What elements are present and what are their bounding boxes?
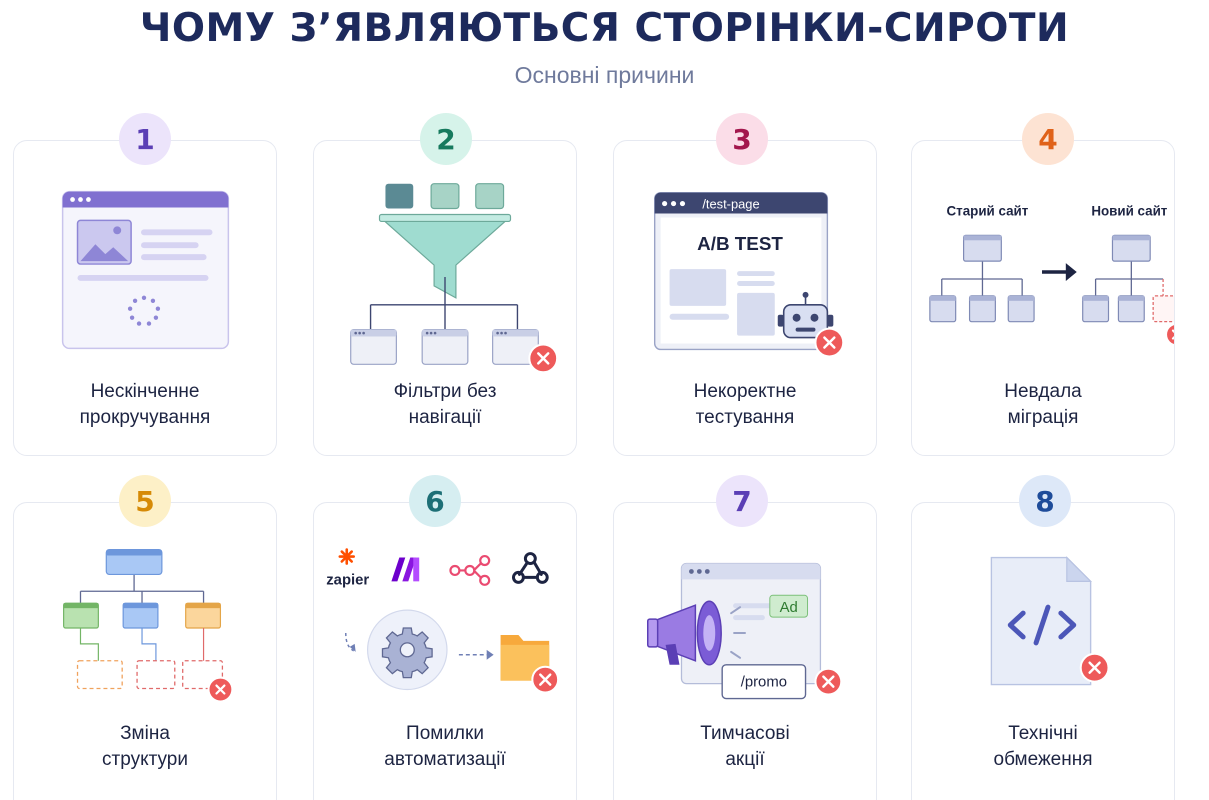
megaphone-icon <box>646 600 746 666</box>
number-badge: 7 <box>716 475 768 527</box>
zapier-logo: zapier <box>326 548 369 588</box>
test-page-url: /test-page <box>702 197 759 212</box>
error-x-icon <box>207 676 234 703</box>
n8n-logo <box>449 554 491 586</box>
card-temporary-promotions: 7 Ad /promo Тимчасові акції <box>613 475 877 800</box>
page-title: ЧОМУ З’ЯВЛЯЮТЬСЯ СТОРІНКИ-СИРОТИ <box>139 6 1070 51</box>
error-x-icon <box>1079 652 1110 683</box>
card-label: Нескінченне прокручування <box>79 381 211 428</box>
promo-browser-icon: Ad /promo <box>646 562 843 700</box>
number-badge: 1 <box>119 113 171 165</box>
error-x-icon <box>814 327 845 358</box>
number-badge: 4 <box>1022 113 1074 165</box>
card-failed-migration: 4 Старий сайт Новий сайт <box>911 113 1175 456</box>
ad-badge: Ad <box>780 600 798 616</box>
promo-url: /promo <box>741 675 787 691</box>
number-badge: 5 <box>119 475 171 527</box>
card-filters-without-navigation: 2 Фільтри без навігації <box>313 113 577 456</box>
new-site-label: Новий сайт <box>1091 203 1167 218</box>
ab-test-heading: A/B TEST <box>697 233 783 254</box>
tree-structure-icon <box>63 549 234 703</box>
automation-diagram: zapier <box>326 548 560 694</box>
gear-icon <box>381 627 433 679</box>
card-label: Невдала міграція <box>1004 381 1082 428</box>
robot-icon <box>777 291 834 339</box>
error-x-icon <box>531 665 560 694</box>
number-badge: 3 <box>716 113 768 165</box>
card-label: Технічні обмеження <box>993 723 1093 770</box>
card-infinite-scroll: 1 Нескінченне прокручування <box>13 113 277 456</box>
svg-text:zapier: zapier <box>326 572 369 588</box>
make-logo <box>391 557 420 582</box>
number-badge: 8 <box>1019 475 1071 527</box>
number-badge: 6 <box>409 475 461 527</box>
card-label: Фільтри без навігації <box>393 381 497 428</box>
card-label: Помилки автоматизації <box>384 723 506 770</box>
old-site-label: Старий сайт <box>947 203 1029 218</box>
code-file-icon <box>990 556 1110 686</box>
card-automation-errors: 6 zapier <box>313 475 577 800</box>
card-incorrect-testing: 3 /test-page A/B TEST Некоректне тестува… <box>613 113 877 456</box>
funnel-icon <box>350 183 559 374</box>
error-x-icon <box>814 667 843 696</box>
page-subtitle: Основні причини <box>514 62 695 88</box>
error-x-icon <box>528 343 559 374</box>
card-label: Тимчасові акції <box>700 723 790 770</box>
arrow-right-icon <box>1042 263 1077 281</box>
card-label: Зміна структури <box>102 723 188 770</box>
card-structure-change: 5 Зміна структури <box>13 475 277 800</box>
migration-diagram: Старий сайт Новий сайт <box>929 203 1174 347</box>
error-x-icon <box>1165 323 1174 347</box>
card-technical-limitations: 8 Технічні обмеження <box>911 475 1175 800</box>
infinite-scroll-browser-icon <box>61 190 230 350</box>
card-label: Некоректне тестування <box>693 381 797 428</box>
ab-test-browser-icon: /test-page A/B TEST <box>653 191 845 358</box>
number-badge: 2 <box>420 113 472 165</box>
webhook-icon <box>511 552 549 584</box>
